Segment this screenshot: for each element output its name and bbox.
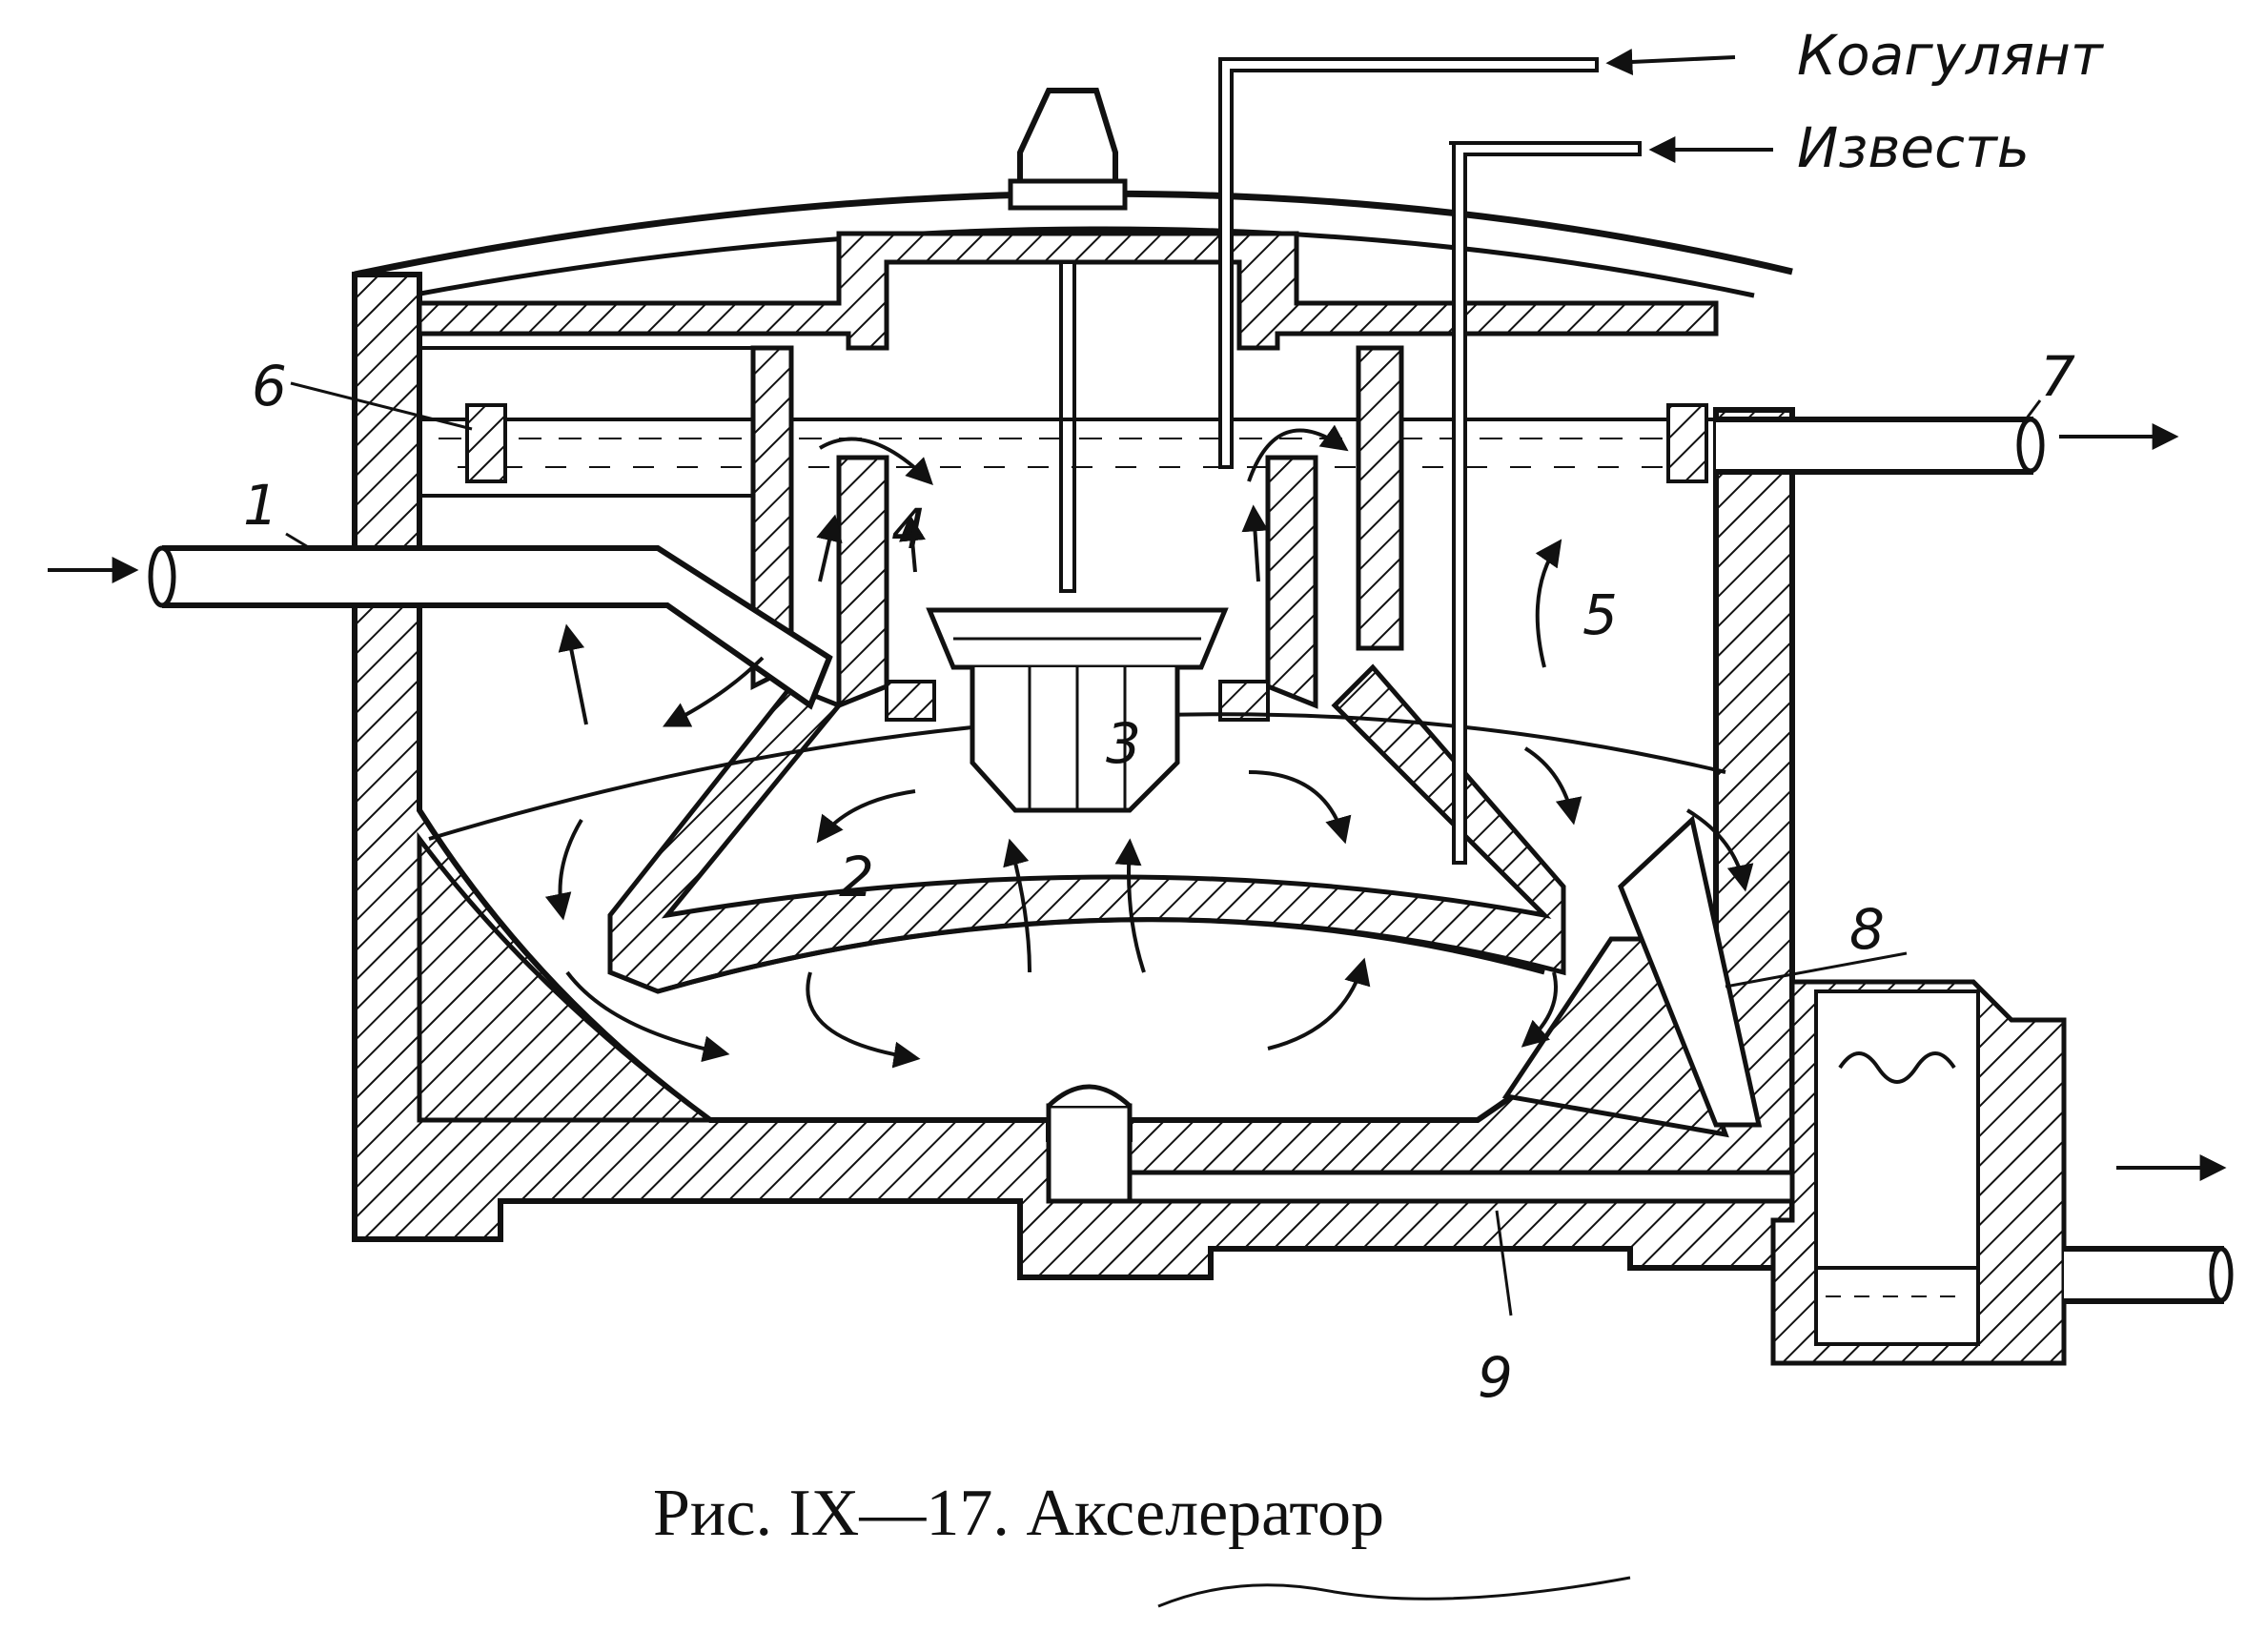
label-9: 9 (1478, 1345, 1513, 1410)
leader-lines (285, 381, 2042, 1316)
lime-tube (1449, 141, 1642, 865)
coagulant-tube (1218, 57, 1599, 469)
label-2: 2 (839, 845, 874, 909)
label-5: 5 (1582, 582, 1618, 647)
caption-underline (1157, 1576, 1631, 1608)
label-4: 4 (891, 497, 927, 561)
label-6: 6 (252, 354, 287, 418)
label-7: 7 (2040, 344, 2075, 409)
label-8: 8 (1849, 897, 1885, 962)
label-coagulant: Коагулянт (1797, 23, 2105, 88)
figure-caption: Рис. IX—17. Акселератор (653, 1477, 1384, 1550)
label-3: 3 (1106, 711, 1141, 776)
inlet-pipe (162, 545, 833, 710)
label-1: 1 (243, 473, 278, 538)
flow-arrows (48, 48, 2227, 1181)
motor-cap (1017, 88, 1118, 189)
label-lime: Известь (1797, 115, 2030, 180)
